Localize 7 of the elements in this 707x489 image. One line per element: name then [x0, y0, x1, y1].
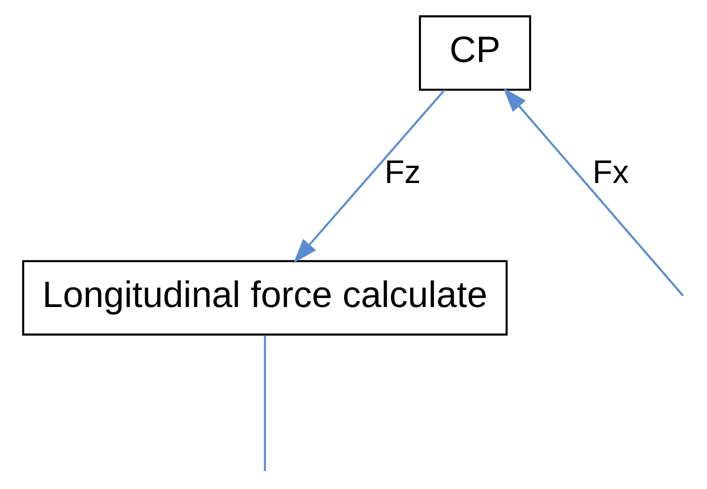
edge-label: Fx: [592, 153, 629, 190]
arrow: [293, 89, 446, 264]
node-box: CP: [418, 15, 532, 91]
edge-label: Fz: [384, 153, 421, 190]
connector: [264, 335, 266, 471]
node-box: Longitudinal force calculate: [22, 260, 508, 336]
arrow: [503, 88, 684, 296]
